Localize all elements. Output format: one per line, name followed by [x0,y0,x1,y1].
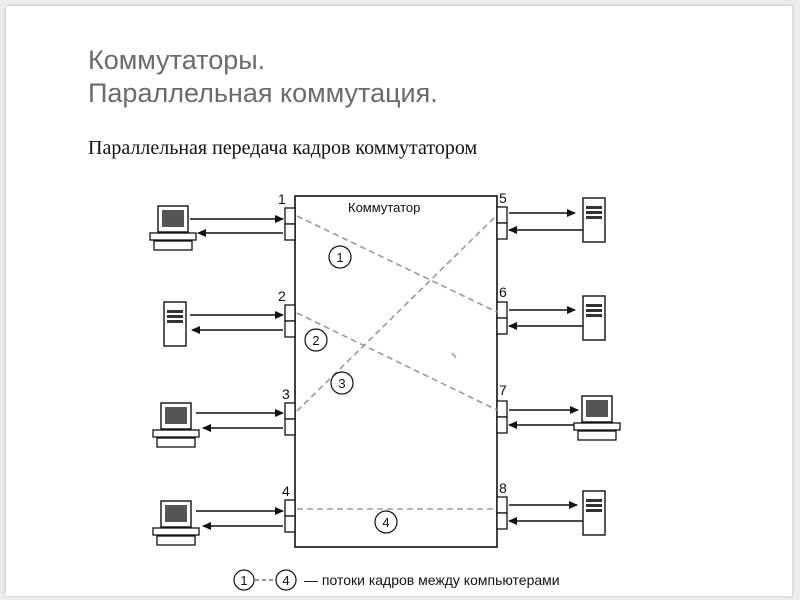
port-3 [284,402,296,436]
port-number-7: 7 [499,382,507,398]
port-8 [496,496,508,530]
port-1 [284,207,296,241]
title-line-2: Параллельная коммутация. [88,78,438,108]
flow-label-1: 1 [328,245,352,269]
title-line-1: Коммутаторы. [88,45,266,75]
page-title: Коммутаторы. Параллельная коммутация. [88,44,438,110]
computer-icon [152,402,200,448]
switch-label: Коммутатор [348,200,420,215]
port-number-2: 2 [278,288,286,304]
flow-mark [451,352,459,361]
flow-label-2: 2 [304,328,328,352]
switch-box [294,195,498,548]
server-icon [582,197,606,243]
flow-line-3 [296,214,498,412]
flow-line-2 [296,312,498,411]
port-number-5: 5 [499,190,507,206]
legend: 1 4 — потоки кадров между компьютерами [233,569,560,591]
port-number-1: 1 [278,191,286,207]
port-2 [284,304,296,338]
port-number-4: 4 [282,483,290,499]
legend-from: 1 [240,573,247,588]
links-right [508,209,585,525]
port-4 [284,499,296,533]
svg-text:3: 3 [338,376,345,391]
legend-to: 4 [282,573,289,588]
computer-icon [152,500,200,546]
legend-text: — потоки кадров между компьютерами [304,572,560,588]
svg-text:1: 1 [336,250,343,265]
server-icon [582,295,606,341]
computer-icon [149,205,197,251]
port-number-3: 3 [282,386,290,402]
flow-line-1 [296,215,498,313]
svg-text:4: 4 [382,515,389,530]
port-6 [496,301,508,335]
svg-text:2: 2 [312,333,319,348]
port-5 [496,206,508,240]
server-icon [582,490,606,536]
frame-flows [296,214,498,510]
port-number-6: 6 [499,284,507,300]
computer-icon [573,395,621,441]
flow-label-4: 4 [374,510,398,534]
port-7 [496,400,508,434]
flow-label-3: 3 [330,371,354,395]
server-icon [163,301,187,347]
subtitle: Параллельная передача кадров коммутаторо… [88,137,478,159]
links-left [190,215,284,530]
port-number-8: 8 [499,480,507,496]
